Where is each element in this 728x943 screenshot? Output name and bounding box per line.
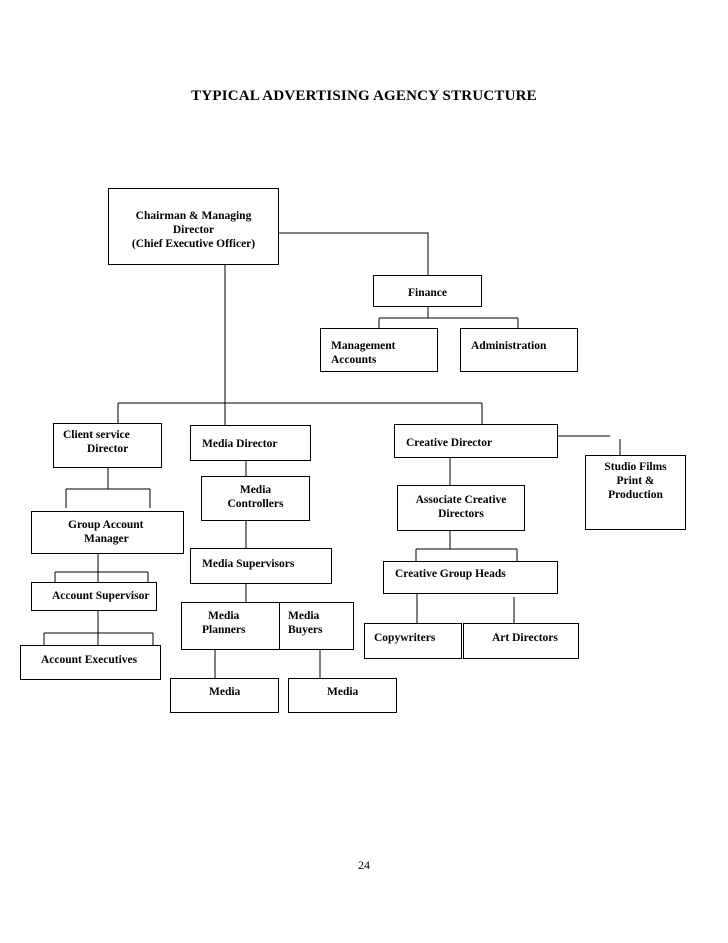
associate-creative-directors-box: Associate Creative Directors: [397, 485, 525, 531]
studio-films-line-2: Print &: [616, 475, 655, 487]
administration-label: Administration: [471, 340, 547, 352]
media-controllers-line-2: Controllers: [227, 498, 284, 510]
media-planners-line-1: Media: [208, 610, 240, 622]
creative-director-box: Creative Director: [394, 424, 558, 458]
media-planners-line-2: Planners: [202, 624, 246, 636]
chairman-line-2: Director: [172, 224, 215, 236]
finance-box: Finance: [373, 275, 482, 307]
media-planners-box: Media Planners: [181, 602, 280, 650]
media-left-box: Media: [170, 678, 279, 713]
media-buyers-line-1: Media: [288, 610, 320, 622]
management-accounts-line-2: Accounts: [331, 354, 377, 366]
media-director-box: Media Director: [190, 425, 311, 461]
studio-films-box: Studio Films Print & Production: [585, 455, 686, 530]
management-accounts-box: Management Accounts: [320, 328, 438, 372]
finance-label: Finance: [408, 287, 447, 299]
account-executives-box: Account Executives: [20, 645, 161, 680]
media-controllers-line-1: Media: [239, 484, 272, 496]
diagram-title: TYPICAL ADVERTISING AGENCY STRUCTURE: [191, 88, 537, 104]
media-supervisors-box: Media Supervisors: [190, 548, 332, 584]
creative-group-heads-label: Creative Group Heads: [395, 568, 506, 580]
media-buyers-box: Media Buyers: [279, 602, 354, 650]
studio-films-line-3: Production: [608, 489, 663, 501]
client-service-line-2: Director: [87, 443, 129, 455]
associate-creative-line-2: Directors: [438, 508, 484, 520]
creative-director-label: Creative Director: [406, 437, 493, 449]
associate-creative-line-1: Associate Creative: [415, 494, 507, 506]
media-director-label: Media Director: [202, 438, 278, 450]
creative-group-heads-box: Creative Group Heads: [383, 561, 558, 594]
group-account-manager-line-2: Manager: [84, 533, 129, 545]
client-service-line-1: Client service: [63, 429, 130, 441]
group-account-manager-box: Group Account Manager: [31, 511, 184, 554]
art-directors-box: Art Directors: [463, 623, 579, 659]
management-accounts-line-1: Management: [331, 340, 396, 352]
chairman-box: Chairman & Managing Director (Chief Exec…: [108, 188, 279, 265]
media-controllers-box: Media Controllers: [201, 476, 310, 521]
media-right-label: Media: [327, 686, 359, 698]
account-executives-label: Account Executives: [41, 654, 138, 666]
studio-films-line-1: Studio Films: [604, 461, 667, 473]
copywriters-label: Copywriters: [374, 632, 436, 644]
page-number: 24: [358, 858, 370, 872]
art-directors-label: Art Directors: [492, 632, 558, 644]
group-account-manager-line-1: Group Account: [68, 519, 144, 531]
account-supervisor-label: Account Supervisor: [52, 590, 150, 602]
copywriters-box: Copywriters: [364, 623, 462, 659]
client-service-director-box: Client service Director: [53, 423, 162, 468]
media-left-label: Media: [209, 686, 241, 698]
chairman-line-3: (Chief Executive Officer): [131, 238, 256, 250]
administration-box: Administration: [460, 328, 578, 372]
media-right-box: Media: [288, 678, 397, 713]
account-supervisor-box: Account Supervisor: [31, 582, 157, 611]
media-supervisors-label: Media Supervisors: [202, 558, 295, 570]
media-buyers-line-2: Buyers: [288, 624, 323, 636]
chairman-line-1: Chairman & Managing: [135, 210, 252, 222]
